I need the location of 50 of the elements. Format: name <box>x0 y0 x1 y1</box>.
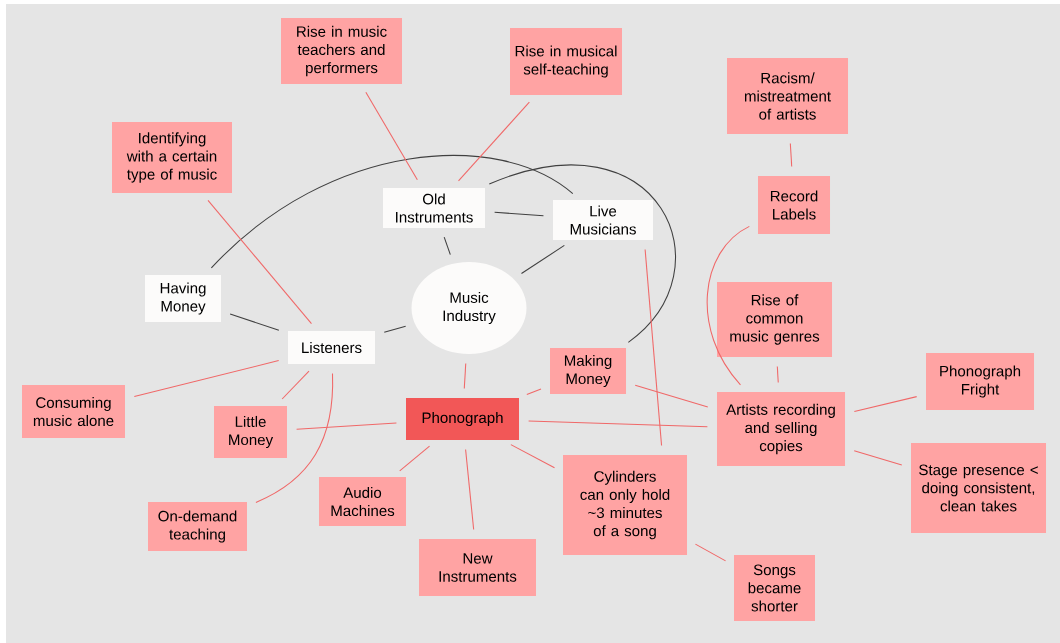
topic-box: Little Money <box>214 406 287 458</box>
connector-line <box>789 143 793 167</box>
connector-line <box>383 325 407 333</box>
connector-line <box>706 225 750 386</box>
connector-line <box>443 236 451 256</box>
connector-line <box>229 313 280 331</box>
connector-line <box>634 384 709 408</box>
topic-box: Consuming music alone <box>22 385 125 438</box>
connector-line <box>488 164 676 343</box>
connector-line <box>207 199 312 325</box>
connector-line <box>776 366 779 383</box>
topic-box: Old Instruments <box>383 188 485 228</box>
topic-box: Songs became shorter <box>734 555 815 621</box>
topic-box: Live Musicians <box>553 200 653 240</box>
connector-line <box>463 363 467 389</box>
connector-line <box>528 420 708 428</box>
topic-box: Listeners <box>288 331 375 364</box>
topic-box: Artists recording and selling copies <box>717 392 845 466</box>
topic-box: Cylinders can only hold ~3 minutes of a song <box>563 455 687 555</box>
connector-line <box>296 422 397 430</box>
connector-line <box>853 450 903 466</box>
connector-line <box>644 249 663 446</box>
connector-line <box>365 91 418 181</box>
connector-line <box>465 449 475 530</box>
connector-line <box>694 543 727 562</box>
connector-line <box>210 155 574 269</box>
connector-line <box>281 370 310 400</box>
connector-line <box>853 396 918 413</box>
topic-box: Rise of common music genres <box>717 282 832 357</box>
topic-box: Making Money <box>550 348 626 394</box>
topic-box: Racism/ mistreatment of artists <box>727 58 848 134</box>
connector-line <box>133 360 280 397</box>
connector-line <box>255 373 334 503</box>
topic-box: Stage presence < doing consistent, clean takes <box>911 443 1046 533</box>
topic-box: On-demand teaching <box>148 502 247 551</box>
connector-line <box>510 444 556 469</box>
highlight-box: Phonograph <box>406 398 519 440</box>
connector-line <box>526 388 542 395</box>
connector-line <box>494 211 544 217</box>
topic-box: Rise in musical self-teaching <box>510 28 622 95</box>
topic-box: Having Money <box>145 275 221 322</box>
topic-box: New Instruments <box>419 539 536 596</box>
topic-box: Rise in music teachers and performers <box>281 18 402 84</box>
topic-box: Record Labels <box>758 176 830 234</box>
topic-box: Phonograph Fright <box>926 353 1034 410</box>
connector-line <box>457 101 530 182</box>
connector-line <box>399 445 431 472</box>
connector-line <box>520 244 565 275</box>
topic-box: Audio Machines <box>319 477 406 526</box>
topic-box: Identifying with a certain type of music <box>112 122 232 193</box>
